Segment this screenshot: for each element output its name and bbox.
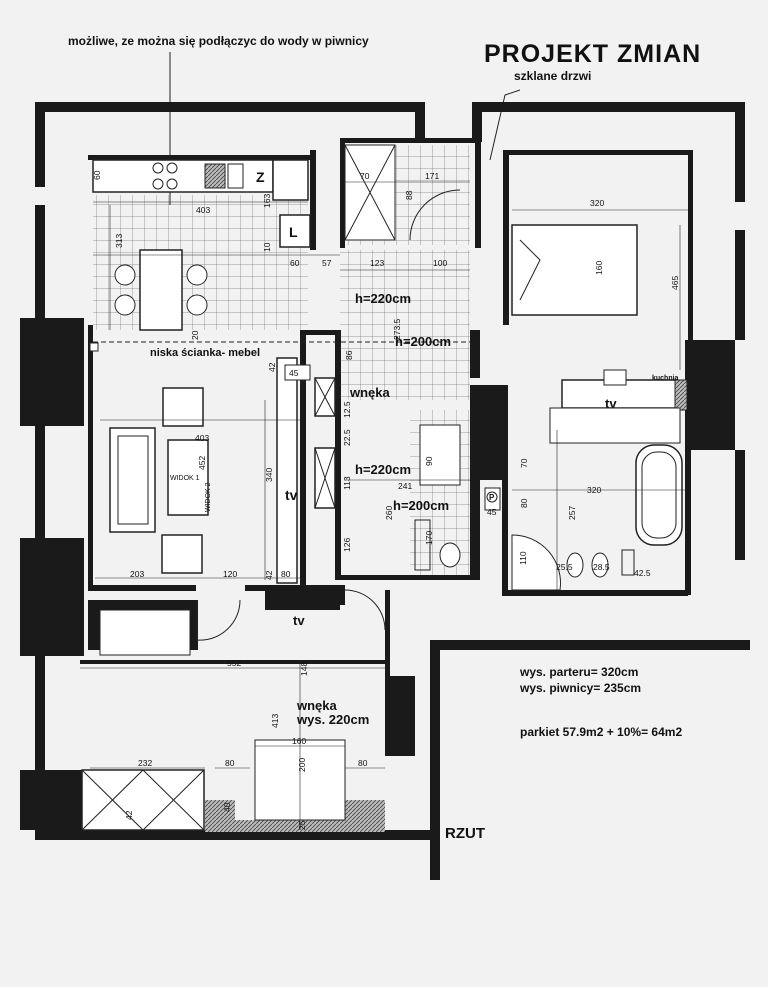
ground-height: wys. parteru= 320cm [519,665,638,679]
svg-text:12.5: 12.5 [342,401,352,418]
svg-text:403: 403 [196,205,210,215]
kitchenette-label: kuchnia [652,375,679,382]
svg-text:260: 260 [384,506,394,520]
svg-text:273.5: 273.5 [392,318,402,340]
svg-text:90: 90 [424,456,434,466]
svg-text:45: 45 [487,507,497,517]
dimension-lines [80,181,688,830]
hall-storage [314,377,336,509]
view-2-label: WIDOK 2 [205,482,212,512]
svg-text:42.5: 42.5 [634,568,651,578]
fridge-label: Z [256,169,265,185]
svg-text:241: 241 [398,481,412,491]
basement-height: wys. piwnicy= 235cm [519,681,641,695]
svg-text:20: 20 [190,330,200,340]
svg-text:42: 42 [124,810,134,820]
svg-text:80: 80 [358,758,368,768]
alcove-bottom-height: wys. 220cm [296,712,369,727]
svg-text:160: 160 [594,261,604,275]
door-hall [196,599,241,641]
svg-text:452: 452 [197,456,207,470]
parquet-note: parkiet 57.9m2 + 10%= 64m2 [520,725,682,739]
svg-text:80: 80 [225,758,235,768]
tv-living-label: tv [285,487,298,503]
svg-text:80: 80 [281,569,291,579]
bath-p-label: P [489,493,495,502]
svg-text:45: 45 [289,368,299,378]
main-bath [484,407,683,591]
svg-text:70: 70 [519,458,529,468]
svg-text:163: 163 [262,194,272,208]
svg-text:123: 123 [370,258,384,268]
water-note: możliwe, ze można się podłączyc do wody … [68,34,369,48]
svg-text:413: 413 [270,714,280,728]
tv-hall-label: tv [293,613,305,628]
svg-text:60: 60 [92,170,102,180]
svg-text:171: 171 [425,171,439,181]
alcove-top-label: wnęka [349,385,391,400]
svg-text:25.5: 25.5 [556,562,573,572]
kitchen-counter [92,159,309,201]
low-wall-end [89,342,99,352]
wc-fixtures [414,424,461,571]
svg-text:22.5: 22.5 [342,429,352,446]
svg-text:40: 40 [222,802,232,812]
svg-text:86: 86 [344,350,354,360]
svg-text:552: 552 [227,658,241,668]
svg-text:340: 340 [264,468,274,482]
svg-text:110: 110 [518,551,528,565]
svg-text:257: 257 [567,506,577,520]
height-200-b: h=200cm [393,498,449,513]
svg-text:25: 25 [297,820,307,830]
glass-door-leader [489,89,521,161]
svg-text:203: 203 [130,569,144,579]
bedroom-furniture [511,224,688,411]
svg-text:113: 113 [342,476,352,490]
svg-text:160: 160 [292,736,306,746]
svg-text:88: 88 [404,190,414,200]
svg-text:42: 42 [267,362,277,372]
low-wall-note: niska ścianka- mebel [150,347,260,359]
svg-text:465: 465 [670,276,680,290]
svg-text:100: 100 [433,258,447,268]
height-200-a: h=200cm [395,334,451,349]
view-1-label: WIDOK 1 [170,475,200,482]
svg-text:42: 42 [264,570,274,580]
dining-table [114,249,208,331]
dimension-labels: 60 403 163 313 10 60 57 123 100 70 171 8… [92,170,680,830]
svg-text:28.5: 28.5 [593,562,610,572]
svg-text:80: 80 [519,498,529,508]
plan-label: RZUT [445,825,485,842]
door-wc [344,589,386,631]
glass-door-note: szklane drzwi [514,69,591,83]
svg-text:232: 232 [138,758,152,768]
upper-bath [344,144,461,241]
height-220-b: h=220cm [355,462,411,477]
svg-text:57: 57 [322,258,332,268]
svg-text:148: 148 [299,662,309,676]
svg-text:120: 120 [223,569,237,579]
svg-text:170: 170 [424,531,434,545]
tv-bedroom-label: tv [605,396,617,411]
svg-text:313: 313 [114,234,124,248]
cabinet-label: L [289,224,298,240]
svg-text:403: 403 [195,433,209,443]
svg-text:320: 320 [587,485,601,495]
svg-text:320: 320 [590,198,604,208]
svg-text:10: 10 [262,242,272,252]
height-220-a: h=220cm [355,291,411,306]
outer-walls [20,102,750,880]
living-furniture [109,357,311,584]
hall-tiles [340,250,470,400]
cabinet [279,214,311,248]
svg-text:60: 60 [290,258,300,268]
svg-text:70: 70 [360,171,370,181]
svg-text:126: 126 [342,538,352,552]
svg-text:200: 200 [297,758,307,772]
project-title: PROJEKT ZMIAN [484,40,701,68]
alcove-bottom-label: wnęka [296,698,338,713]
